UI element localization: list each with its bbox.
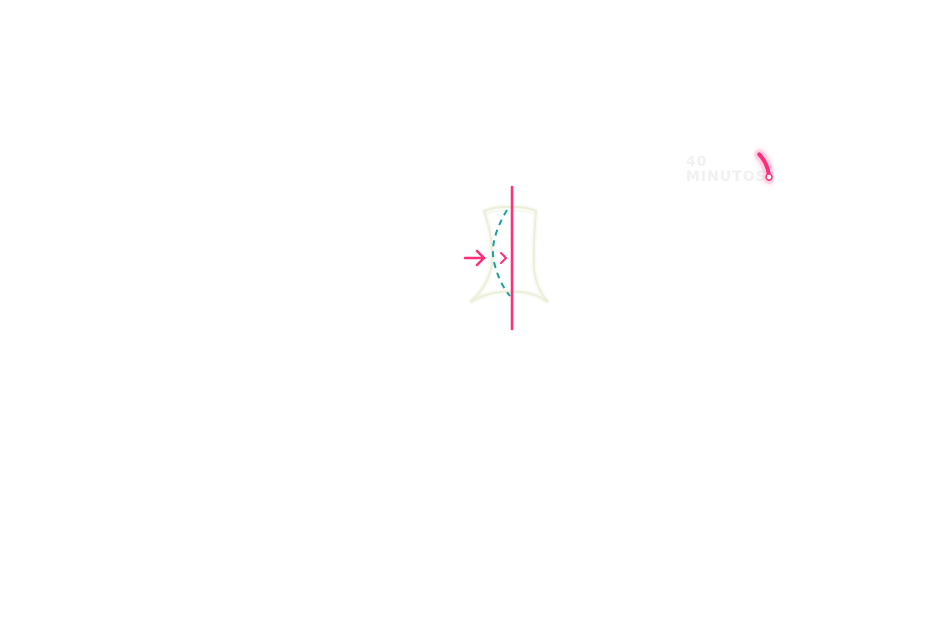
- timer-value: 40: [686, 154, 707, 170]
- timer-unit: MINUTOS: [686, 169, 767, 185]
- garment-outline: [469, 205, 549, 303]
- timer: 40 MINUTOS: [686, 149, 774, 185]
- fold-dashed-line: [491, 209, 511, 297]
- right-arrow-icon: [463, 249, 486, 267]
- chevron-right-icon: [500, 252, 507, 264]
- timer-progress-knob: [765, 173, 773, 181]
- garment-diagram: [463, 185, 549, 331]
